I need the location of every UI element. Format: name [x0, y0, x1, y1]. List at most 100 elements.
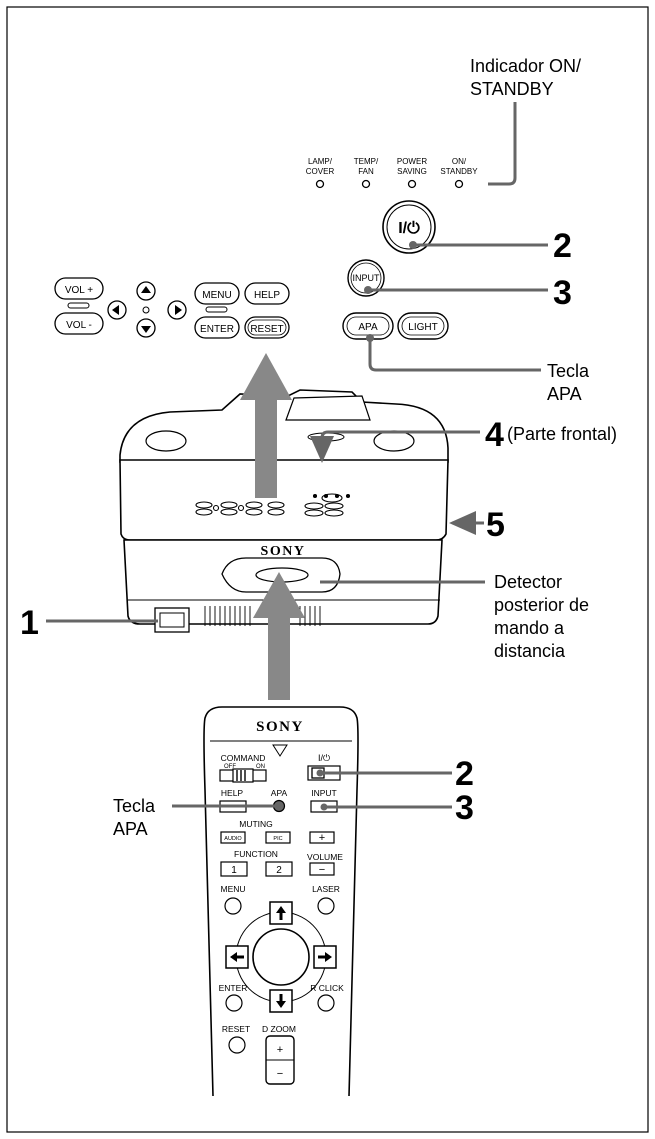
leader-dot-2-top — [409, 241, 417, 249]
panel-power-button[interactable]: I/⏻ — [382, 200, 436, 254]
panel-vol-minus-button[interactable]: VOL - — [54, 312, 104, 335]
indicator-leader-line — [488, 102, 517, 186]
remote-enter-button[interactable] — [225, 994, 243, 1012]
temp-fan-label-2: FAN — [358, 167, 374, 176]
indicator-power-saving: POWER SAVING — [397, 157, 427, 189]
power-saving-led — [407, 179, 417, 189]
panel-reset-label: RESET — [250, 324, 283, 335]
tecla-apa-remote-line1: Tecla — [113, 796, 156, 816]
remote-off-label: OFF — [224, 764, 236, 770]
temp-fan-led — [361, 179, 371, 189]
remote-menu-label: MENU — [220, 884, 245, 894]
leader-dot-2-remote — [316, 769, 324, 777]
leader-dot-3-top — [364, 286, 372, 294]
remote-volume-down-label: − — [319, 864, 325, 876]
detector-label-line4: distancia — [494, 641, 566, 661]
remote-joystick[interactable] — [252, 928, 310, 986]
remote-pic-button[interactable]: PIC — [265, 831, 291, 844]
remote-function-1-button[interactable]: 1 — [220, 861, 248, 877]
indicator-temp-fan: TEMP/ FAN — [354, 157, 379, 189]
projector-panel-buttons — [195, 493, 351, 517]
remote-volume-down-button[interactable]: − — [309, 862, 335, 876]
remote-menu-button[interactable] — [224, 897, 242, 915]
remote-audio-label: AUDIO — [224, 836, 242, 842]
panel-enter-label: ENTER — [200, 324, 234, 335]
remote-laser-button[interactable] — [317, 897, 335, 915]
step-5: 5 — [486, 506, 505, 544]
panel-power-label: I/⏻ — [398, 220, 420, 237]
remote-function-2-button[interactable]: 2 — [265, 861, 293, 877]
page-border — [6, 6, 649, 1133]
step-2-remote: 2 — [455, 755, 474, 793]
panel-reset-button[interactable]: RESET — [244, 316, 290, 339]
step-3-top: 3 — [553, 274, 572, 312]
tecla-apa-remote-line2: APA — [113, 819, 148, 839]
remote-zoom-plus-label: + — [277, 1044, 283, 1056]
indicator-label-line2: STANDBY — [470, 79, 554, 99]
remote-pic-label: PIC — [273, 836, 282, 842]
remote-r-click-label: R CLICK — [310, 983, 344, 993]
on-standby-led — [454, 179, 464, 189]
panel-right-arrow-button[interactable] — [167, 300, 187, 320]
remote-help-label: HELP — [221, 788, 244, 798]
panel-apa-label: APA — [358, 322, 378, 333]
panel-help-button[interactable]: HELP — [244, 282, 290, 305]
panel-menu-indicator — [205, 306, 228, 313]
remote-d-zoom-label: D ZOOM — [262, 1024, 296, 1034]
panel-menu-button[interactable]: MENU — [194, 282, 240, 305]
remote-laser-label: LASER — [312, 884, 340, 894]
panel-enter-button[interactable]: ENTER — [194, 316, 240, 339]
remote-fn2-label: 2 — [276, 865, 282, 876]
leader-dot-3-remote — [320, 803, 328, 811]
panel-left-arrow-button[interactable] — [107, 300, 127, 320]
temp-fan-label-1: TEMP/ — [354, 157, 379, 166]
tecla-apa-top-line2: APA — [547, 384, 582, 404]
lamp-cover-led — [315, 179, 325, 189]
remote-emitter-triangle — [272, 744, 288, 757]
step-4: 4 — [485, 416, 504, 454]
remote-function-label: FUNCTION — [234, 849, 278, 859]
panel-center-dot — [142, 306, 150, 314]
panel-input-button[interactable]: INPUT — [347, 259, 385, 297]
panel-light-button[interactable]: LIGHT — [397, 312, 449, 340]
remote-volume-up-label: + — [319, 832, 325, 844]
detector-label-line2: posterior de — [494, 595, 589, 615]
remote-d-zoom-rocker[interactable]: + − — [265, 1035, 295, 1085]
leader-line-4 — [310, 430, 480, 463]
remote-zoom-minus-label: − — [277, 1068, 283, 1080]
panel-vol-indicator — [67, 302, 90, 309]
remote-enter-label: ENTER — [219, 983, 248, 993]
remote-right-button[interactable] — [313, 945, 337, 969]
panel-up-arrow-button[interactable] — [136, 281, 156, 301]
remote-power-label: I/⏻ — [318, 753, 330, 763]
power-saving-label-2: SAVING — [397, 167, 427, 176]
remote-volume-label: VOLUME — [307, 852, 343, 862]
remote-volume-up-button[interactable]: + — [309, 831, 335, 844]
detector-label-line3: mando a — [494, 618, 565, 638]
remote-left-button[interactable] — [225, 945, 249, 969]
power-saving-label-1: POWER — [397, 157, 427, 166]
parte-frontal-label: (Parte frontal) — [507, 424, 617, 444]
on-standby-label-1: ON/ — [452, 157, 467, 166]
arrow-from-remote — [253, 572, 305, 700]
panel-vol-plus-button[interactable]: VOL + — [54, 277, 104, 300]
indicator-label-line1: Indicador ON/ — [470, 56, 581, 76]
remote-command-label: COMMAND — [221, 753, 266, 763]
step-3-remote: 3 — [455, 789, 474, 827]
leader-line-apa-top — [368, 338, 541, 372]
step-2-top: 2 — [553, 227, 572, 265]
remote-up-button[interactable] — [269, 901, 293, 925]
remote-reset-button[interactable] — [228, 1036, 246, 1054]
projector-focus-ring — [307, 432, 345, 442]
remote-on-label: ON — [256, 764, 265, 770]
remote-r-click-button[interactable] — [317, 994, 335, 1012]
panel-light-label: LIGHT — [408, 322, 437, 333]
detector-label-line1: Detector — [494, 572, 562, 592]
projector-brand: SONY — [261, 544, 306, 559]
arrow-to-control-panel — [240, 353, 292, 498]
remote-audio-button[interactable]: AUDIO — [220, 831, 246, 844]
panel-down-arrow-button[interactable] — [136, 318, 156, 338]
remote-command-switch[interactable] — [219, 768, 267, 783]
remote-apa-label: APA — [271, 788, 288, 798]
remote-down-button[interactable] — [269, 989, 293, 1013]
